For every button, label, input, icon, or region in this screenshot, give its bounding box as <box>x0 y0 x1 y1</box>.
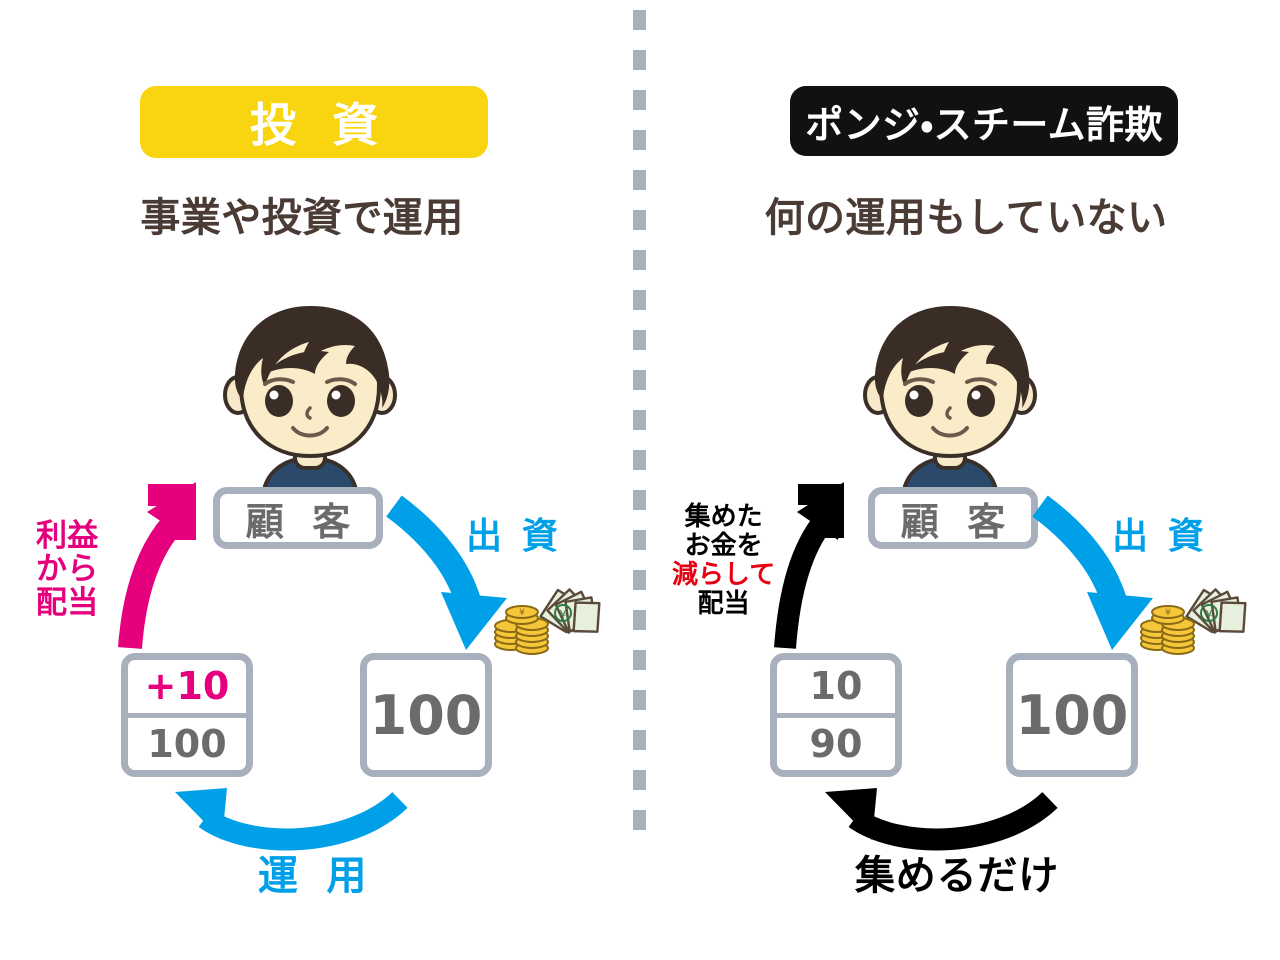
return-box-right-bottom: 90 <box>809 721 863 766</box>
badge-ponzi: ポンジ・スチーム詐欺 <box>790 86 1178 156</box>
divider-dash <box>632 530 646 550</box>
svg-text:¥: ¥ <box>1206 608 1213 621</box>
pool-box-left: 100 <box>360 653 492 777</box>
subtitle-investment: 事業や投資で運用 <box>140 195 464 241</box>
divider-dash <box>632 650 646 670</box>
divider-dash <box>632 570 646 590</box>
return-box-right-top: 10 <box>777 660 895 718</box>
divider-dash <box>632 10 646 30</box>
invest-label-left: 出 資 <box>466 516 562 557</box>
divider-dash <box>632 450 646 470</box>
dividend-label-right: 集めた お金を 減らして 配当 <box>672 502 776 620</box>
dividend-label-left-line2: から <box>36 551 99 588</box>
divider-dash <box>632 610 646 630</box>
divider-dash <box>632 330 646 350</box>
divider-dash <box>632 410 646 430</box>
return-box-left: +10 100 <box>121 653 253 777</box>
dividend-label-right-line4: 配当 <box>697 589 750 620</box>
dividend-label-left-line3: 配当 <box>36 584 99 621</box>
panel-ponzi: ポンジ・スチーム詐欺 何の運用もしていない 顧 客 出 資 <box>640 0 1280 960</box>
dividend-label-left-line1: 利益 <box>36 518 99 554</box>
invest-label-right: 出 資 <box>1112 516 1208 557</box>
divider-dash <box>632 50 646 70</box>
svg-text:¥: ¥ <box>1165 608 1171 618</box>
divider-dash <box>632 210 646 230</box>
divider-dash <box>632 690 646 710</box>
operate-label-left: 運 用 <box>258 853 374 899</box>
customer-box-left: 顧 客 <box>213 487 383 549</box>
dividend-label-right-line2: お金を <box>684 531 763 562</box>
divider-dash <box>632 170 646 190</box>
divider-dash <box>632 370 646 390</box>
svg-text:¥: ¥ <box>560 608 567 621</box>
customer-character-left <box>205 300 415 510</box>
dividend-label-right-line1: 集めた <box>684 502 763 532</box>
divider-dash <box>632 130 646 150</box>
svg-text:¥: ¥ <box>519 608 525 618</box>
divider-dash <box>632 730 646 750</box>
return-box-left-bottom: 100 <box>147 721 227 766</box>
return-box-right: 10 90 <box>770 653 902 777</box>
divider-dash <box>632 490 646 510</box>
divider-dash <box>632 250 646 270</box>
divider-dash <box>632 90 646 110</box>
coins-and-bills-icon-left: ¥ ¥ <box>488 572 613 662</box>
badge-investment: 投 資 <box>140 86 488 158</box>
pool-box-right: 100 <box>1006 653 1138 777</box>
customer-character-right <box>845 300 1055 510</box>
panel-investment: 投 資 事業や投資で運用 <box>36 86 613 899</box>
dividend-label-left: 利益 から 配当 <box>36 518 99 621</box>
divider <box>632 0 646 960</box>
return-box-left-top: +10 <box>128 660 246 718</box>
coins-and-bills-icon-right: ¥ ¥ <box>1134 572 1259 662</box>
customer-box-right: 顧 客 <box>868 487 1038 549</box>
divider-dash <box>632 290 646 310</box>
divider-dash <box>632 770 646 790</box>
operate-label-right: 集めるだけ <box>855 853 1059 899</box>
subtitle-ponzi: 何の運用もしていない <box>764 195 1168 241</box>
dividend-label-right-line3: 減らして <box>672 560 776 591</box>
divider-dash <box>632 810 646 830</box>
